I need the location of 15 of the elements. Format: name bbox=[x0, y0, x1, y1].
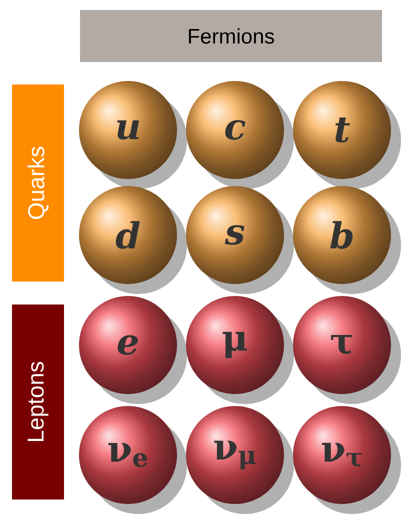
particle-ball: u bbox=[79, 81, 187, 189]
particle-ball: e bbox=[79, 296, 187, 404]
header-bar: Fermions bbox=[80, 10, 382, 62]
particle-ball: ν$_{τ}$ bbox=[293, 406, 401, 514]
particle-ball: ν$_{μ}$ bbox=[186, 406, 294, 514]
particle-ball: b bbox=[293, 186, 401, 294]
category-band: Quarks bbox=[12, 84, 64, 282]
particle-ball: c bbox=[186, 81, 294, 189]
particle-ball: τ bbox=[293, 296, 401, 404]
particle-ball: μ bbox=[186, 296, 294, 404]
particle-ball: s bbox=[186, 186, 294, 294]
particle-ball: ν$_{e}$ bbox=[79, 406, 187, 514]
particle-ball: t bbox=[293, 81, 401, 189]
particle-ball: d bbox=[79, 186, 187, 294]
category-band: Leptons bbox=[12, 304, 64, 500]
